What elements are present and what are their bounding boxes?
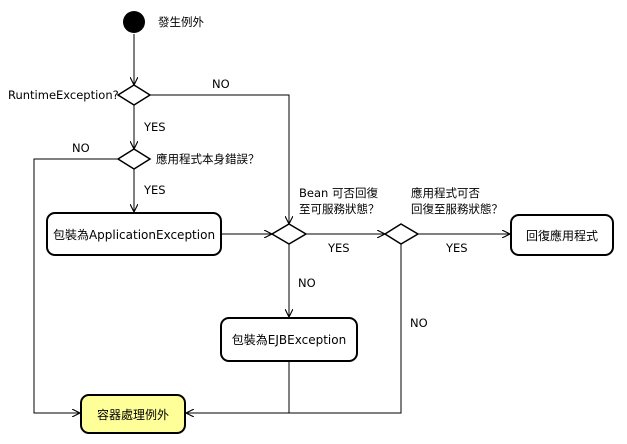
edge-bean-no-label: NO [298,276,316,290]
edge-runtime-no [150,94,289,224]
decision-app-error [116,148,152,170]
start-label: 發生例外 [158,15,204,29]
decision-runtime-label: RuntimeException? [8,88,119,102]
edge-app-error-yes-label: YES [144,183,166,197]
start-node [123,11,145,33]
decision-bean-label-line1: Bean 可否回復 [299,186,378,200]
decision-bean-label-line2: 至可服務狀態？ [299,202,380,216]
edge-app-error-no [33,158,118,413]
edge-bean-yes-label: YES [328,241,350,255]
decision-app-label-line2: 回復至服務狀態？ [411,202,503,216]
decision-app-recoverable [383,223,420,245]
edge-app-error-no-label: NO [72,141,90,155]
decision-app-label-line1: 應用程式可否 [411,186,480,200]
node-wrap-application-exception: 包裝為ApplicationException [46,212,222,256]
node-wrap-ejb-exception: 包裝為EJBException [220,317,358,362]
edge-app-no-label: NO [410,316,428,330]
node-recover-application: 回復應用程式 [510,214,614,256]
edge-runtime-no-label: NO [212,77,230,91]
node-container-handles-exception: 容器處理例外 [80,394,186,434]
decision-app-error-label: 應用程式本身錯誤？ [156,152,260,166]
edge-app-yes-label: YES [446,241,468,255]
edge-runtime-yes-label: YES [144,120,166,134]
decision-bean-recoverable [270,223,308,245]
decision-runtime-exception [116,84,152,106]
